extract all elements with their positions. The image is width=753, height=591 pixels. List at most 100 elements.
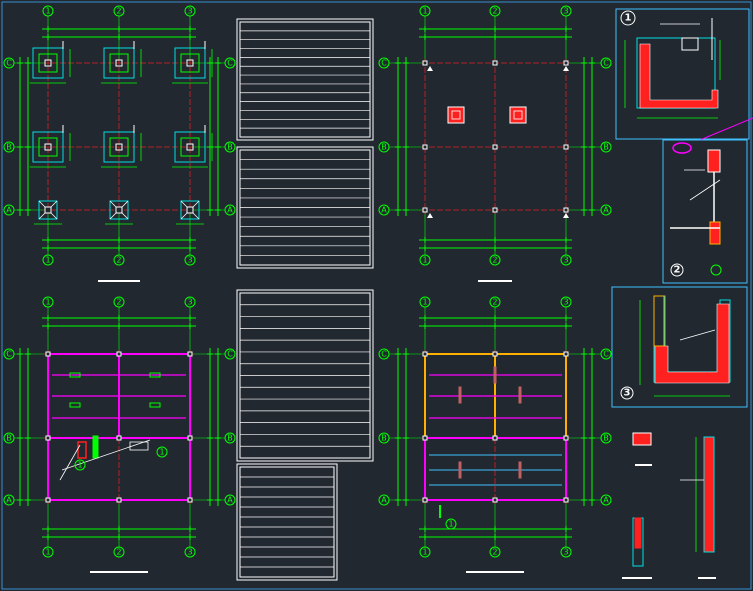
column-marker (187, 351, 193, 357)
column-marker (116, 497, 122, 503)
axis-bubble-right-A: A (600, 204, 612, 216)
axis-bubble-right-C: C (600, 57, 612, 69)
axis-bubble-label: C (227, 350, 233, 359)
axis-bubble-bottom-1: 1 (419, 546, 431, 558)
detail-column (447, 106, 465, 124)
axis-bubble-right-C: C (224, 57, 236, 69)
footing-pedestal (109, 53, 129, 73)
axis-bubble-label: 1 (422, 548, 427, 557)
embedded-plate (681, 37, 699, 51)
axis-bubble-circle (3, 494, 15, 506)
axis-bubble-circle (224, 204, 236, 216)
column-marker (45, 435, 51, 441)
column-marker (563, 60, 569, 66)
axis-bubble-right-B: B (224, 432, 236, 444)
column-sections (622, 432, 716, 579)
axis-bubble-circle (560, 5, 572, 17)
rebar-mark (92, 435, 99, 459)
beam-tag (69, 372, 81, 378)
axis-bubble-left-A: A (3, 204, 15, 216)
column-marker (422, 144, 428, 150)
axis-bubble-circle (419, 546, 431, 558)
axis-bubble-label: 2 (116, 256, 121, 265)
beam-tag (518, 386, 522, 404)
column-marker (563, 351, 569, 357)
section-arrow (563, 66, 569, 71)
axis-bubble-right-A: A (224, 494, 236, 506)
detail-column-core (513, 110, 523, 120)
footing-pedestal (180, 137, 200, 157)
plan-marker: 1 (156, 446, 168, 458)
axis-bubble-circle (378, 348, 390, 360)
axis-bubble-label: 3 (563, 548, 568, 557)
plan-marker-circle (156, 446, 168, 458)
axis-bubble-label: 1 (45, 548, 50, 557)
axis-bubble-label: 1 (422, 298, 427, 307)
axis-bubble-circle (224, 348, 236, 360)
plan-marker-circle (74, 459, 86, 471)
axis-bubble-circle (184, 254, 196, 266)
axis-bubble-circle (489, 5, 501, 17)
column-section (115, 143, 123, 151)
axis-bubble-top-3: 3 (184, 296, 196, 308)
footing-rebar (709, 221, 721, 245)
axis-bubble-label: B (603, 143, 609, 152)
column-marker (45, 351, 51, 357)
axis-bubble-circle (224, 141, 236, 153)
axis-bubble-circle (3, 432, 15, 444)
detail-frame (611, 286, 748, 408)
axis-bubble-label: C (6, 59, 12, 68)
schedule-table-1 (236, 18, 374, 141)
axis-bubble-circle (419, 5, 431, 17)
column-section-small (632, 432, 652, 446)
axis-bubble-label: A (6, 206, 12, 215)
footing-outline (103, 131, 135, 163)
plan-marker-circle (445, 518, 457, 530)
axis-bubble-label: 3 (563, 256, 568, 265)
column-marker (492, 351, 498, 357)
column-elevation (703, 436, 715, 553)
detail-1: 1 (615, 8, 753, 141)
footing-outline (32, 47, 64, 79)
axis-bubble-circle (42, 296, 54, 308)
axis-bubble-label: C (6, 350, 12, 359)
axis-bubble-circle (489, 546, 501, 558)
axis-bubble-bottom-2: 2 (489, 546, 501, 558)
axis-bubble-label: B (381, 434, 387, 443)
axis-bubble-bottom-2: 2 (113, 254, 125, 266)
detail-column-section (509, 106, 527, 124)
note-box (129, 441, 149, 451)
axis-bubble-circle (42, 254, 54, 266)
axis-bubble-circle (560, 254, 572, 266)
axis-bubble-label: C (603, 350, 609, 359)
detail-frame (662, 139, 748, 284)
axis-bubble-circle (489, 254, 501, 266)
axis-bubble-right-A: A (600, 494, 612, 506)
footing-pedestal (180, 53, 200, 73)
axis-bubble-label: A (603, 206, 609, 215)
axis-bubble-label: 2 (492, 548, 497, 557)
footing-outline (32, 131, 64, 163)
column-marker (116, 351, 122, 357)
axis-bubble-circle (224, 57, 236, 69)
axis-bubble-left-B: B (3, 432, 15, 444)
axis-bubble-right-C: C (600, 348, 612, 360)
axis-bubble-label: B (603, 434, 609, 443)
axis-bubble-label: 3 (187, 548, 192, 557)
axis-bubble-circle (113, 254, 125, 266)
axis-bubble-left-B: B (3, 141, 15, 153)
footing (105, 200, 133, 225)
axis-bubble-label: 3 (563, 7, 568, 16)
footing (172, 41, 213, 84)
column-marker (422, 60, 428, 66)
detail-column-section (447, 106, 465, 124)
axis-bubble-bottom-3: 3 (184, 254, 196, 266)
axis-bubble-label: 1 (45, 7, 50, 16)
column-marker (492, 207, 498, 213)
footing-pedestal (109, 137, 129, 157)
plan-marker: 1 (445, 518, 457, 530)
